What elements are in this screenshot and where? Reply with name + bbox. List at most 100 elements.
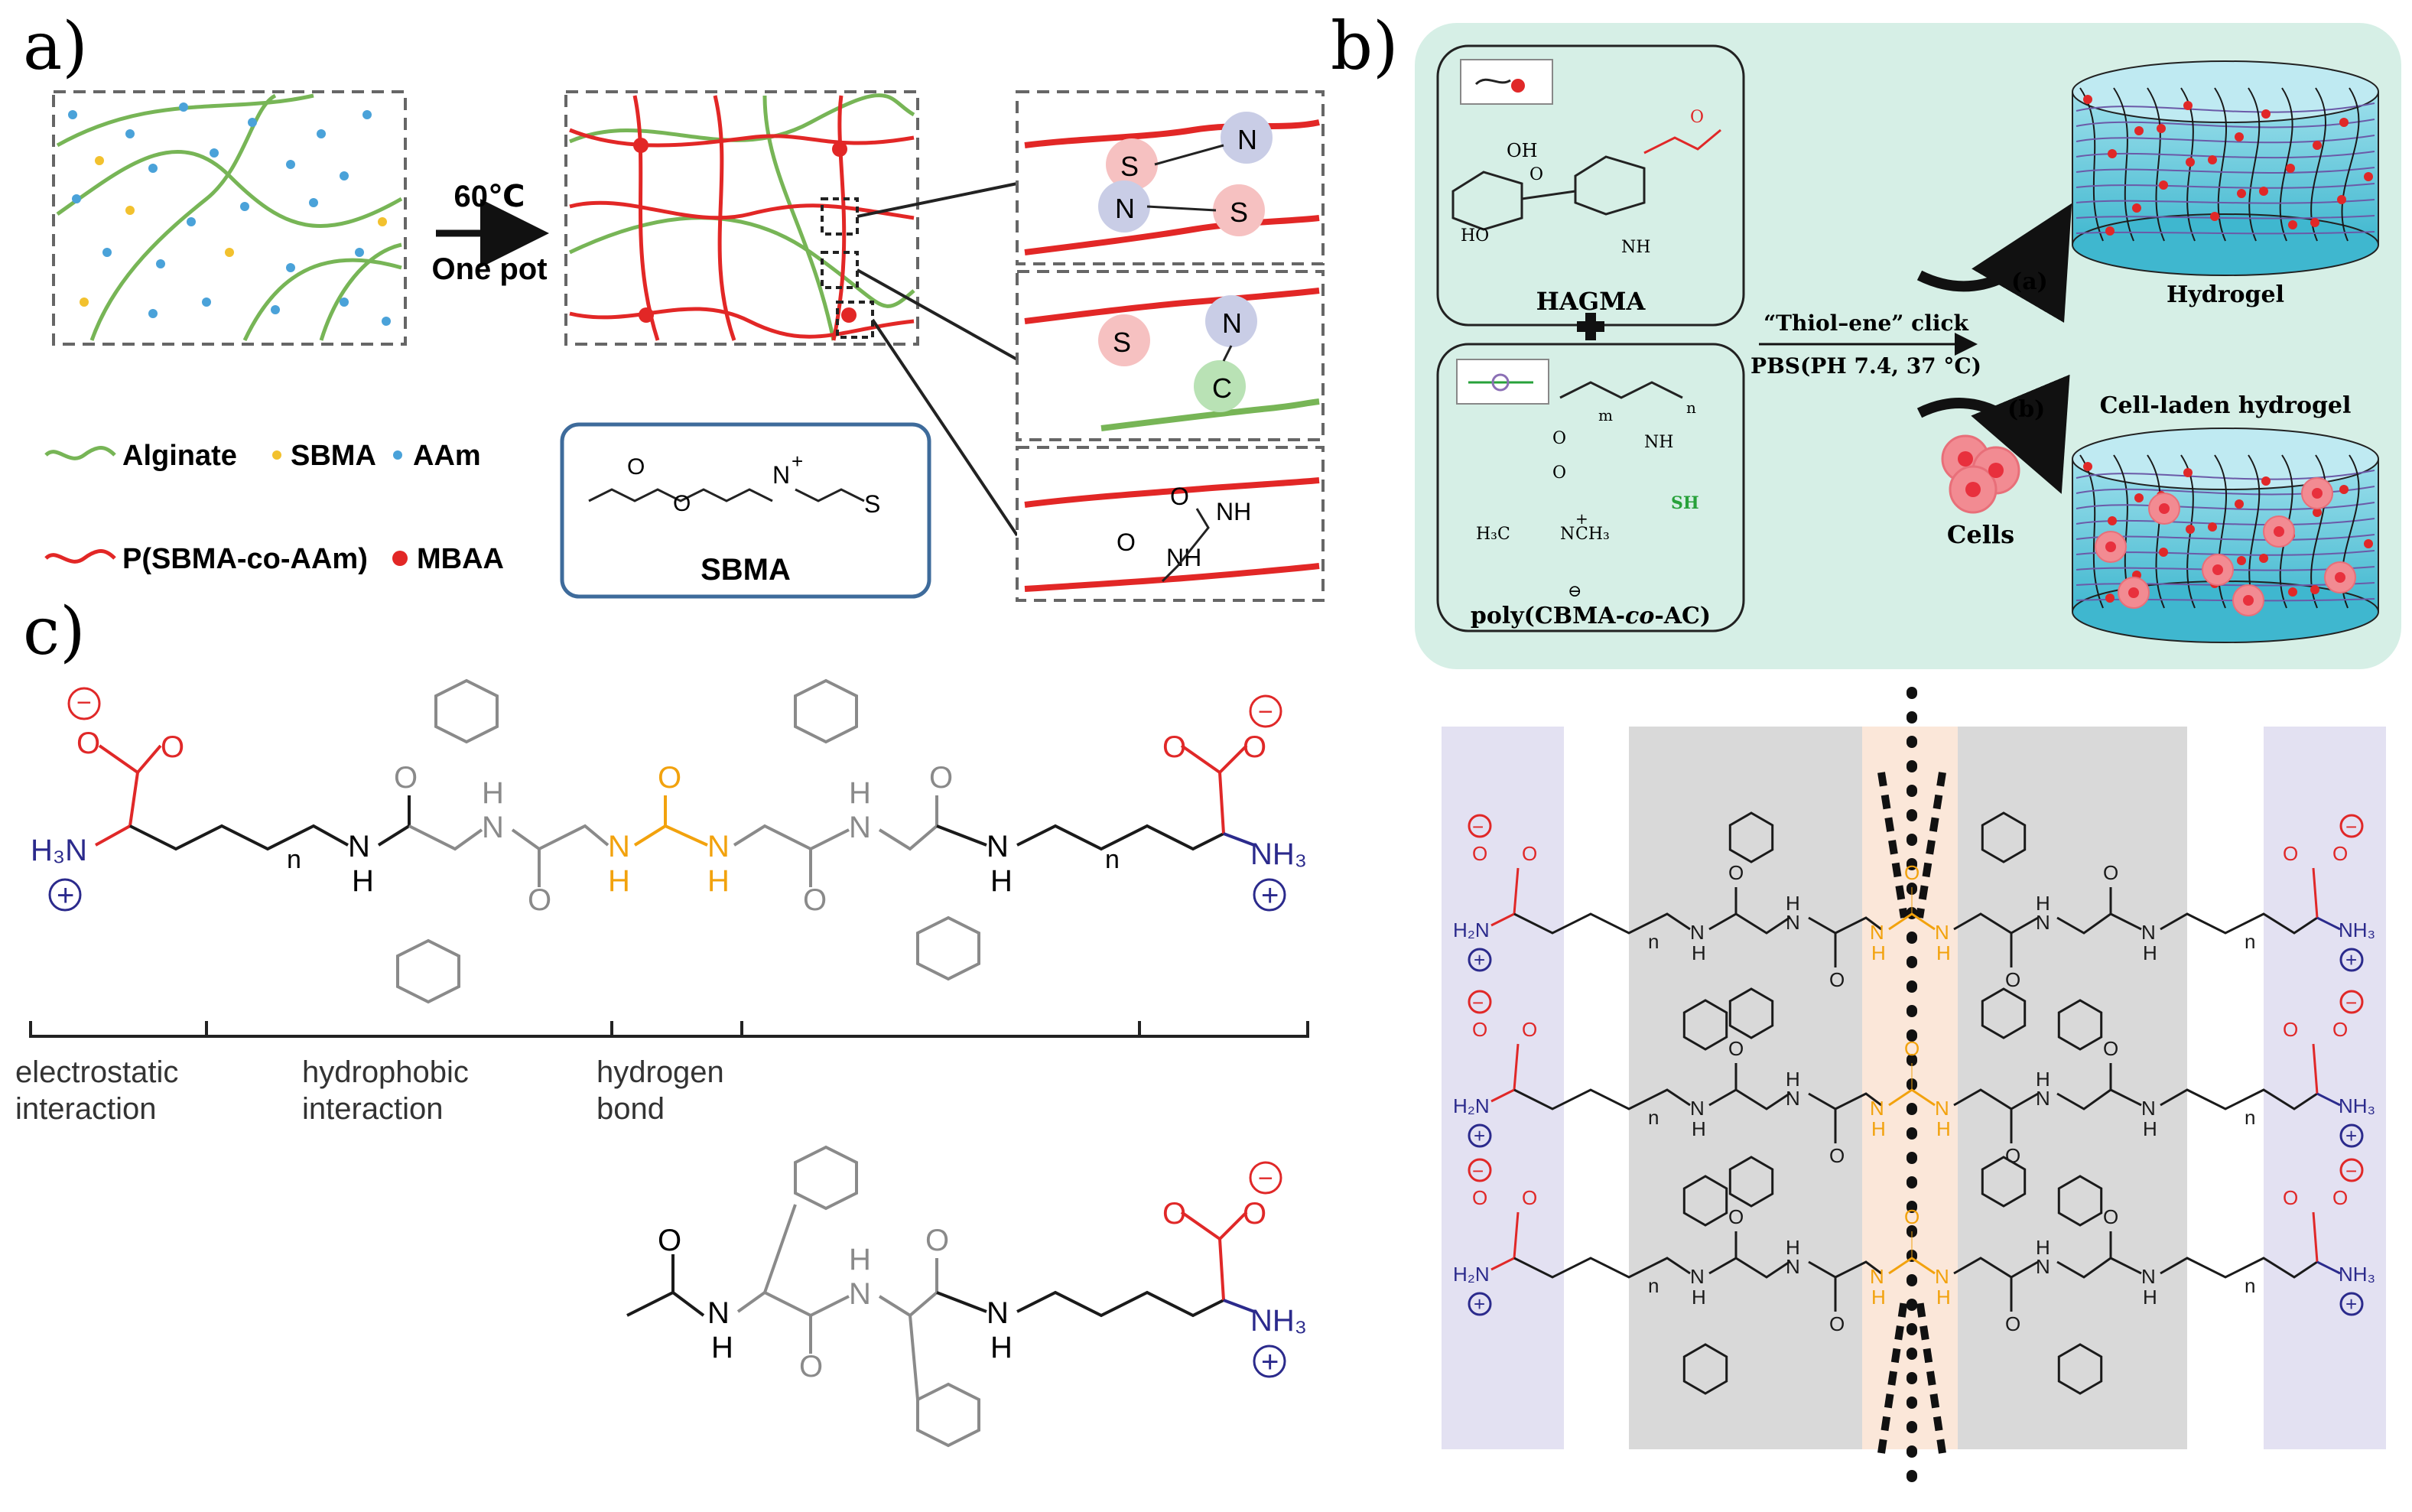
route-a-label: (a) bbox=[2011, 268, 2048, 295]
stack-right-n: n bbox=[2245, 930, 2255, 953]
network-strand bbox=[2214, 87, 2227, 242]
stack-urea-n2: N bbox=[1935, 921, 1949, 944]
crosslink-point bbox=[2157, 124, 2166, 133]
stack-amide-o4: O bbox=[2103, 861, 2118, 884]
c-urea-n-1: N bbox=[608, 830, 630, 863]
stack-amide-o3: O bbox=[2005, 1312, 2020, 1335]
network-strand bbox=[2076, 167, 2375, 174]
c-right-amine-charge: + bbox=[1261, 879, 1279, 912]
sbma-n: N bbox=[772, 461, 790, 489]
c-amide-o-1: O bbox=[394, 761, 418, 795]
c-left-o2: O bbox=[161, 730, 184, 764]
stack-amide-h1: H bbox=[1692, 941, 1706, 964]
c-amide-n-2: N bbox=[482, 811, 504, 844]
c-right-amide-n: N bbox=[987, 830, 1009, 863]
panel-c-label: c) bbox=[23, 593, 86, 670]
stack-urea-n1: N bbox=[1870, 921, 1884, 944]
poly-ch3: CH₃ bbox=[1575, 525, 1610, 544]
cells-icon bbox=[1941, 434, 2020, 514]
sbma-s: S bbox=[864, 490, 880, 518]
poly-h3c: H₃C bbox=[1476, 525, 1510, 544]
sbma-dot bbox=[225, 248, 234, 257]
aam-dot bbox=[187, 217, 196, 226]
panel-a-label: a) bbox=[23, 8, 88, 85]
sulfonate-s-2: S bbox=[1230, 197, 1248, 228]
crosslink-point bbox=[2237, 556, 2246, 565]
legend-sbma: SBMA bbox=[291, 440, 376, 472]
crosslink-point bbox=[2313, 141, 2322, 150]
legend-mbaa: MBAA bbox=[417, 543, 504, 575]
route-b-arrow bbox=[1916, 374, 2070, 494]
ammonium-n-3: N bbox=[1222, 307, 1242, 339]
stack-phenyl-ring bbox=[1981, 811, 2027, 863]
crosslink-point bbox=[2288, 587, 2297, 597]
stack-amide-n3: N bbox=[2036, 1087, 2050, 1110]
aam-dot bbox=[382, 317, 391, 326]
crosslink-point bbox=[2186, 158, 2195, 167]
legend-copolymer: P(SBMA-co-AAm) bbox=[122, 543, 368, 575]
panel-a: a) 60℃ One pot bbox=[23, 8, 1325, 602]
poly-sh: SH bbox=[1671, 493, 1699, 513]
network-strand bbox=[2279, 87, 2293, 242]
aam-dot bbox=[286, 263, 295, 272]
crosslink-point bbox=[2083, 462, 2092, 471]
crosslink-point bbox=[2208, 522, 2217, 532]
stack-amide-h2: H bbox=[1786, 892, 1800, 915]
mbaa-o-2: O bbox=[1117, 528, 1136, 556]
c-amide-h-3: H bbox=[849, 776, 871, 810]
crosslink-point bbox=[2186, 525, 2195, 534]
stack-urea-h1: H bbox=[1871, 941, 1886, 964]
aam-dot bbox=[148, 164, 158, 173]
hagma-oh: OH bbox=[1507, 140, 1538, 161]
crosslink-point bbox=[2259, 187, 2268, 196]
stack-left-o1: O bbox=[1472, 842, 1487, 865]
zoom-ion-carboxylate: S N C bbox=[1016, 270, 1325, 441]
network-strand bbox=[2076, 470, 2375, 480]
network-strand bbox=[2147, 454, 2165, 609]
stack-right-o1: O bbox=[2283, 1018, 2298, 1041]
network-strand bbox=[2076, 231, 2375, 235]
crosslink-point bbox=[2183, 468, 2193, 477]
c2-n-3: N bbox=[987, 1296, 1009, 1330]
c2-carboxylate-charge: − bbox=[1258, 1164, 1273, 1193]
cell-laden-cylinder bbox=[2072, 428, 2379, 643]
c2-o-2: O bbox=[799, 1350, 823, 1384]
band-gray-right bbox=[1958, 727, 2187, 1449]
crosslink-point bbox=[2108, 516, 2117, 525]
stack-phenyl-ring bbox=[2057, 1343, 2103, 1395]
sbma-o-carbonyl: O bbox=[627, 454, 645, 480]
crosslink-point bbox=[2108, 149, 2117, 158]
aam-dot bbox=[286, 160, 295, 169]
poly-carboxylate: ⊖ bbox=[1568, 582, 1581, 601]
stack-urea-h1: H bbox=[1871, 1286, 1886, 1309]
stack-amide-n1: N bbox=[1690, 921, 1705, 944]
aam-dot bbox=[148, 309, 158, 318]
stack-amide-n1: N bbox=[1690, 1097, 1705, 1120]
c-urea-o: O bbox=[658, 761, 681, 795]
c-amide-o-3: O bbox=[803, 883, 827, 917]
stack-left-amine: H₂N bbox=[1453, 1263, 1490, 1286]
stack-amide-h4: H bbox=[2143, 1286, 2157, 1309]
stack-right-o2: O bbox=[2332, 1186, 2348, 1209]
aam-dot bbox=[68, 110, 77, 119]
stack-left-amine: H₂N bbox=[1453, 919, 1490, 941]
aam-dot bbox=[102, 248, 112, 257]
stack-right-amine-charge: + bbox=[2345, 948, 2357, 971]
c2-n-2: N bbox=[849, 1277, 871, 1311]
aam-dot bbox=[210, 148, 219, 158]
sbma-structure-box: N + S O O SBMA bbox=[560, 422, 931, 599]
crosslink-point bbox=[2134, 126, 2144, 135]
crosslink-point bbox=[2364, 539, 2373, 548]
stack-left-amine: H₂N bbox=[1453, 1094, 1490, 1117]
sbma-o-ester: O bbox=[673, 491, 691, 516]
sulfonate-s: S bbox=[1120, 151, 1139, 182]
panel-b: b) OH HO O NH O HAGMA bbox=[1331, 8, 2401, 669]
poly-m-subscript: m bbox=[1598, 406, 1613, 424]
c-left-amide-h: H bbox=[352, 864, 374, 898]
stack-urea-h2: H bbox=[1936, 1117, 1951, 1140]
stack-amide-h3: H bbox=[2036, 1068, 2050, 1091]
stack-phenyl-ring bbox=[1682, 1175, 1728, 1227]
